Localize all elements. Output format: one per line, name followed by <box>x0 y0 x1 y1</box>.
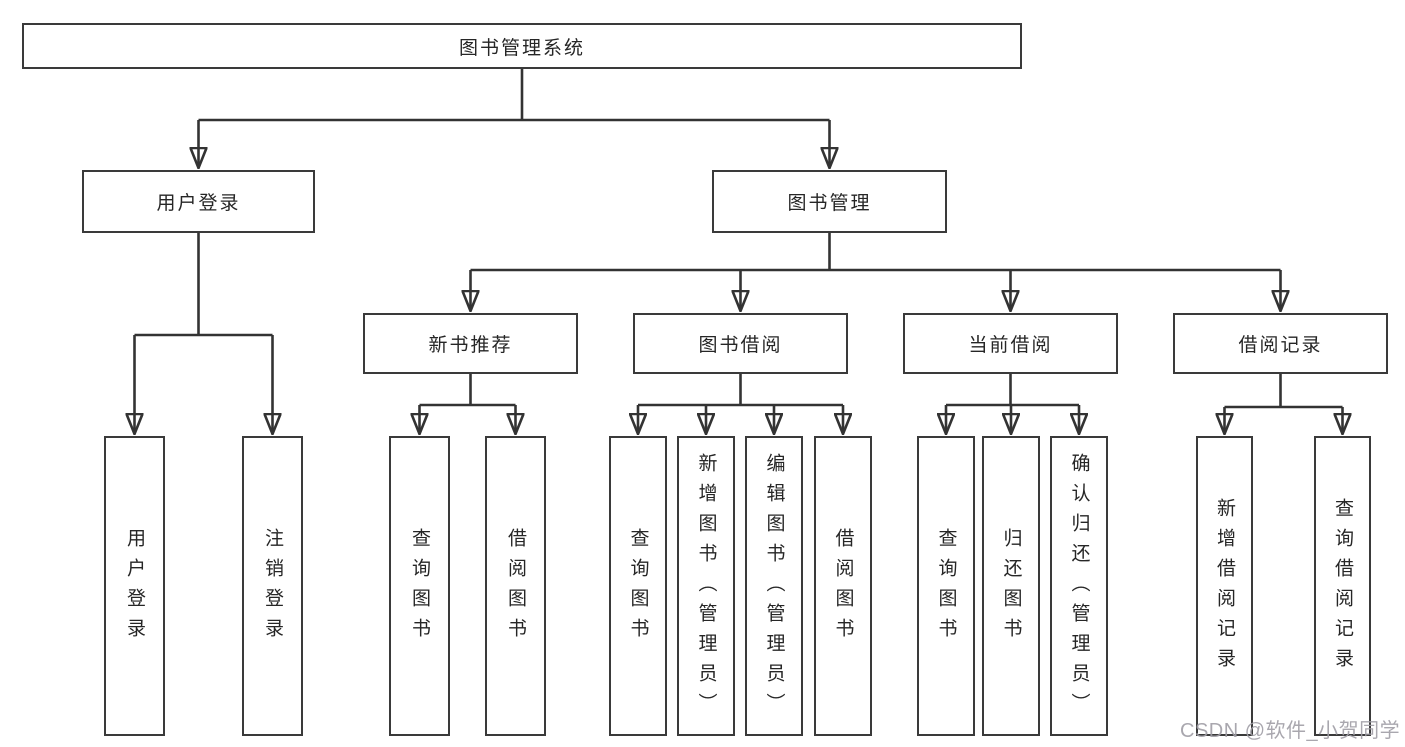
leaf-confirm-return-admin: 确认归还（管理员） <box>1050 436 1108 736</box>
leaf-query-books-recommend: 查询图书 <box>389 436 450 736</box>
leaf-query-books-current: 查询图书 <box>917 436 975 736</box>
leaf-query-borrow-record: 查询借阅记录 <box>1314 436 1371 736</box>
node-new-book-recommend: 新书推荐 <box>363 313 578 374</box>
csdn-watermark: CSDN @软件_小贺同学 <box>1180 720 1401 742</box>
node-borrow-records: 借阅记录 <box>1173 313 1388 374</box>
node-current-borrow: 当前借阅 <box>903 313 1118 374</box>
leaf-query-books-borrow: 查询图书 <box>609 436 667 736</box>
leaf-borrow-books-recommend: 借阅图书 <box>485 436 546 736</box>
leaf-borrow-books: 借阅图书 <box>814 436 872 736</box>
node-book-borrow: 图书借阅 <box>633 313 848 374</box>
connector-user-login-branch <box>135 233 273 434</box>
connector-new-book-branch <box>420 374 516 434</box>
connector-book-management-branch <box>471 233 1281 311</box>
connector-borrow-records-branch <box>1225 374 1343 434</box>
connector-root-to-level2 <box>199 68 830 168</box>
node-library-management-system: 图书管理系统 <box>22 23 1022 69</box>
leaf-add-books-admin: 新增图书（管理员） <box>677 436 735 736</box>
node-user-login: 用户登录 <box>82 170 315 233</box>
leaf-edit-books-admin: 编辑图书（管理员） <box>745 436 803 736</box>
connector-book-borrow-branch <box>638 374 843 434</box>
leaf-user-login: 用户登录 <box>104 436 165 736</box>
leaf-return-books: 归还图书 <box>982 436 1040 736</box>
connector-current-borrow-branch <box>946 374 1079 434</box>
leaf-logout: 注销登录 <box>242 436 303 736</box>
leaf-add-borrow-record: 新增借阅记录 <box>1196 436 1253 736</box>
node-book-management: 图书管理 <box>712 170 947 233</box>
